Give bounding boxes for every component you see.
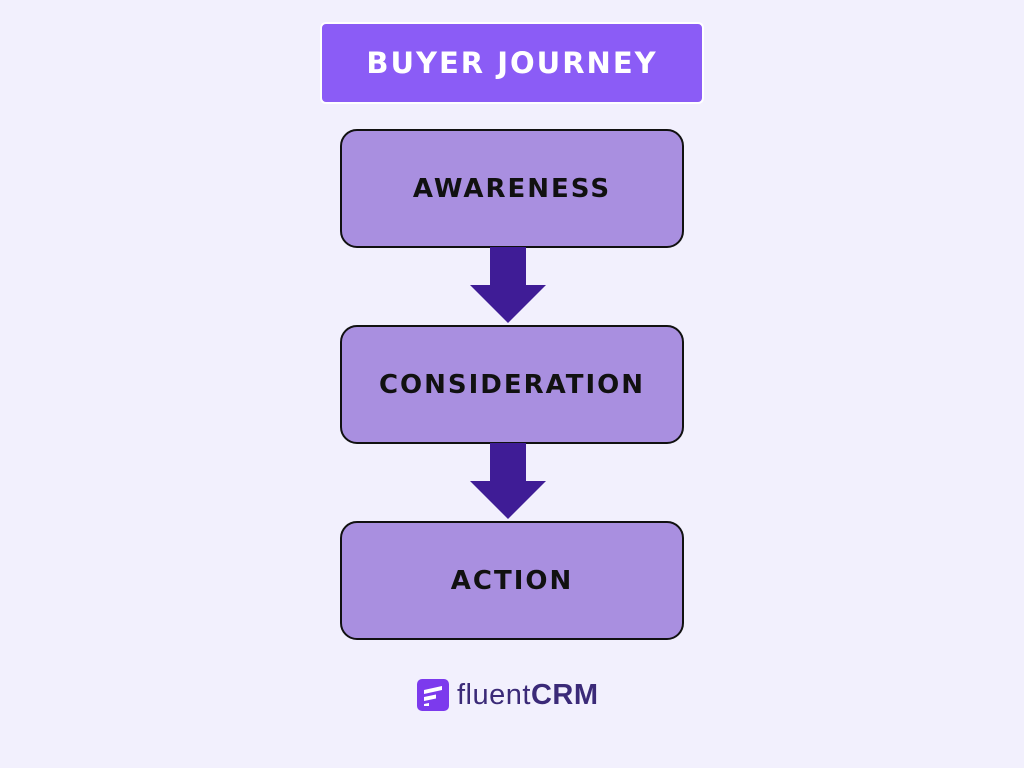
logo-wordmark: fluentCRM: [457, 679, 599, 712]
diagram-title-box: BUYER JOURNEY: [320, 22, 704, 104]
logo-text-bold: CRM: [530, 678, 599, 711]
stage-label-awareness: AWARENESS: [412, 173, 612, 204]
fluentcrm-logo-icon: [417, 679, 449, 711]
fluentcrm-logo: fluentCRM: [417, 676, 599, 714]
stage-box-awareness: AWARENESS: [340, 129, 684, 248]
logo-text-light: fluent: [457, 678, 531, 711]
stage-label-action: ACTION: [450, 565, 574, 596]
stage-box-action: ACTION: [340, 521, 684, 640]
stage-box-consideration: CONSIDERATION: [340, 325, 684, 444]
arrow-down-icon: [470, 443, 546, 519]
arrow-down-icon: [470, 247, 546, 323]
diagram-title: BUYER JOURNEY: [366, 46, 658, 80]
stage-label-consideration: CONSIDERATION: [378, 369, 646, 400]
